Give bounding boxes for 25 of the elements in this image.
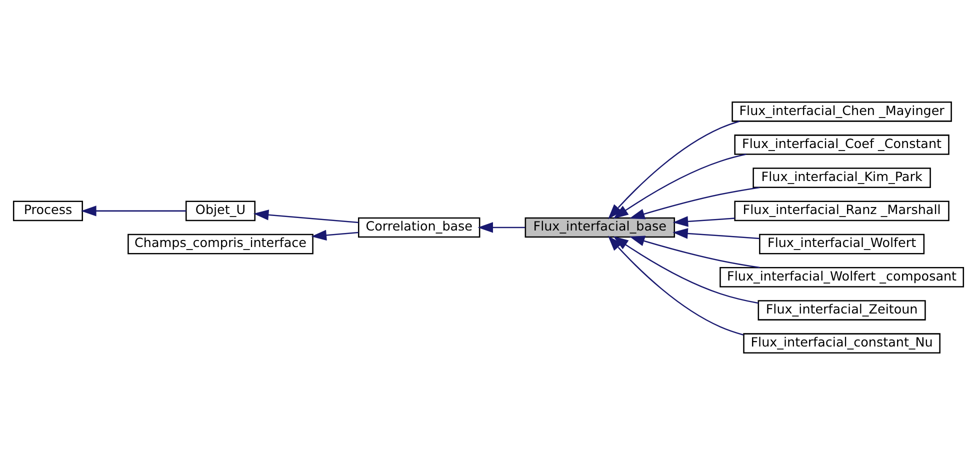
node-box: Objet_U [185,200,256,221]
arrow [81,205,186,216]
arrow [253,209,359,223]
node-box: Flux_interfacial_Wolfert _composant [720,266,964,287]
arrow [629,186,760,219]
node-box: Flux_interfacial_constant_Nu [743,332,940,354]
arrow [311,229,359,240]
arrow [608,235,744,335]
arrow [672,228,760,239]
node-box: Flux_interfacial_Chen _Mayinger [732,100,952,122]
node-box: Flux_interfacial_Coef _Constant [734,134,950,154]
node-box: Flux_interfacial_Kim_Park [752,167,931,188]
arrow [672,216,735,226]
node-box: Correlation_base [358,216,480,238]
arrow [629,235,760,268]
arrow [478,222,526,232]
node-box: Process [12,200,83,221]
node-box: Flux_interfacial_Ranz _Marshall [734,200,950,221]
node-box: Flux_interfacial_base [524,216,676,238]
node-box: Flux_interfacial_Wolfert [759,233,925,254]
node-box: Champs_compris_interface [128,233,314,254]
arrow [613,236,758,304]
node-box: Flux_interfacial_Zeitoun [758,300,926,320]
arrow [613,153,746,218]
arrow [608,120,740,219]
